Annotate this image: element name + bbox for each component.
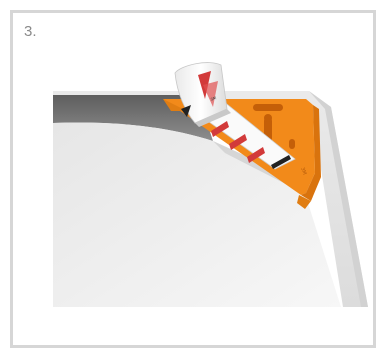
instruction-step-card: 3. xyxy=(10,10,376,348)
mounting-bracket-adhesive-illustration: 3M 3M xyxy=(13,13,373,345)
